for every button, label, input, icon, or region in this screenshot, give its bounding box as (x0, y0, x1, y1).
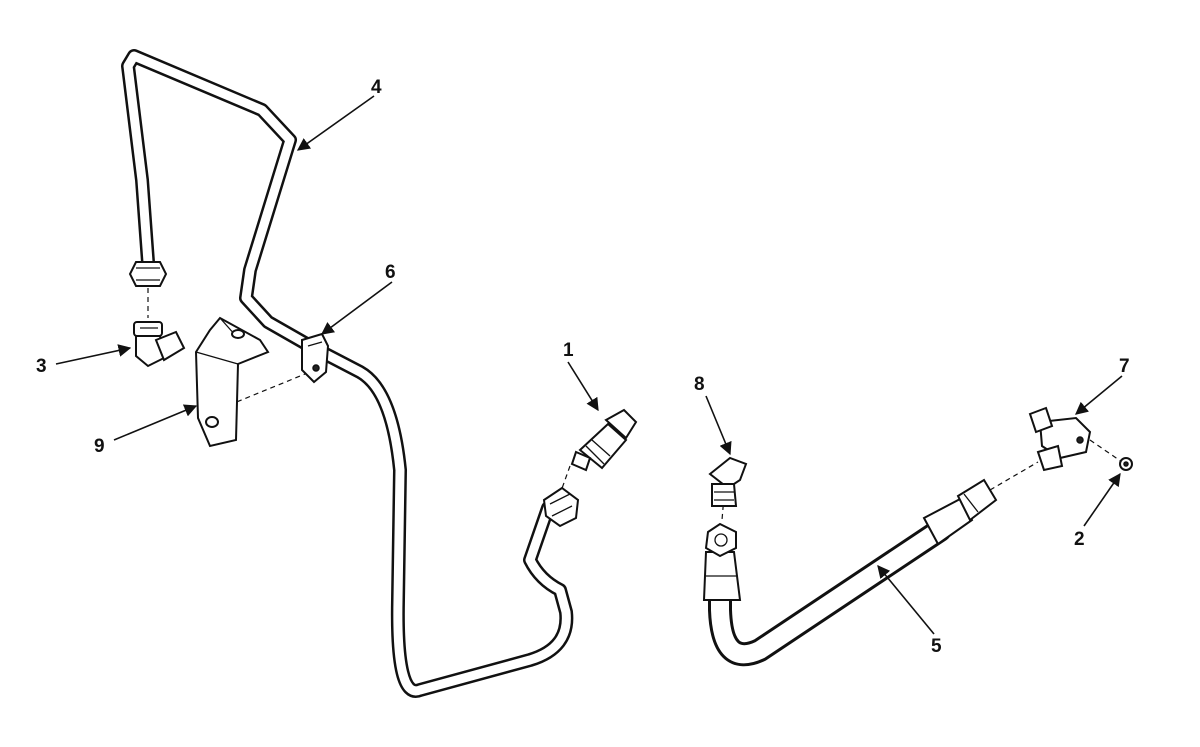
callout-3: 3 (36, 356, 47, 377)
callout-2: 2 (1074, 529, 1085, 550)
callout-6: 6 (385, 262, 396, 283)
fitting-1 (570, 408, 638, 472)
hose-5 (702, 478, 998, 667)
callout-5: 5 (931, 636, 942, 657)
callout-7: 7 (1119, 356, 1130, 377)
callout-1: 1 (563, 340, 574, 361)
tube-4 (121, 49, 574, 698)
hose-nut (704, 522, 737, 558)
clamp-6 (301, 332, 330, 384)
bracket-9 (194, 316, 270, 448)
callout-8: 8 (694, 374, 705, 395)
tee-fitting-7 (1028, 406, 1092, 472)
elbow-fitting-3 (133, 321, 186, 368)
plug-2 (1119, 457, 1133, 471)
callout-9: 9 (94, 436, 105, 457)
tube-nut-lower (542, 486, 580, 528)
elbow-fitting-8 (708, 456, 748, 507)
tube-nut (128, 261, 168, 287)
leader-lines (55, 95, 1123, 635)
callout-4: 4 (371, 77, 382, 98)
